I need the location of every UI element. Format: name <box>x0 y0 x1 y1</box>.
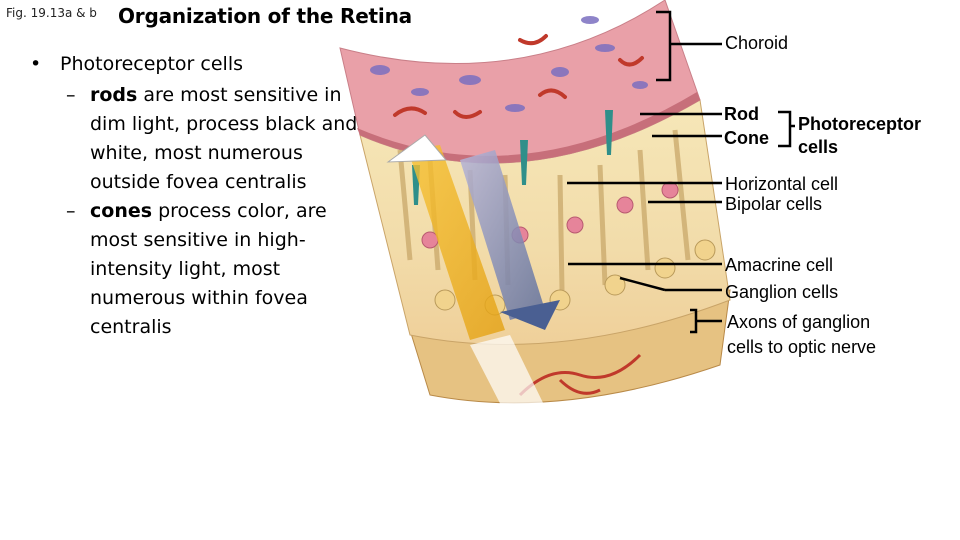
light-ray <box>470 335 600 520</box>
label-rod: Rod <box>724 104 759 124</box>
bullet-list: • Photoreceptor cells – rods are most se… <box>30 50 370 342</box>
light-path-arrowhead <box>386 134 448 163</box>
label-axons-optic-nerve: cells to optic nerve <box>727 337 877 357</box>
figure-reference: Fig. 19.13a & b <box>6 6 97 20</box>
label-cone: Cone <box>724 128 769 148</box>
base-vessels <box>518 353 642 397</box>
label-axons: Axons of ganglion <box>727 312 871 332</box>
label-ganglion-cells: Ganglion cells <box>725 282 839 302</box>
rods-term: rods <box>90 84 138 106</box>
subbullet-rods: – rods are most sensitive in dim light, … <box>30 81 370 197</box>
dash-marker: – <box>66 84 76 106</box>
label-choroid: Choroid <box>725 33 789 53</box>
rods-description: are most sensitive in dim light, process… <box>90 84 358 193</box>
label-amacrine-cell: Amacrine cell <box>725 255 834 275</box>
label-horizontal-cell: Horizontal cell <box>725 174 839 194</box>
label-photoreceptor: Photoreceptor <box>798 114 922 134</box>
bullet-text: Photoreceptor cells <box>60 53 243 75</box>
choroid-vessels <box>393 34 644 119</box>
leader-lines <box>567 10 795 334</box>
bullet-dot: • <box>30 53 42 75</box>
bullet-photoreceptor: • Photoreceptor cells <box>30 50 370 79</box>
signal-path-arrowhead <box>500 300 560 330</box>
dash-marker: – <box>66 200 76 222</box>
label-bipolar-cells: Bipolar cells <box>725 194 823 214</box>
signal-path-arrow <box>460 150 545 320</box>
cones-term: cones <box>90 200 153 222</box>
choroid-cells <box>370 16 648 112</box>
cones-description: process color, are most sensitive in hig… <box>90 200 327 338</box>
subbullet-cones: – cones process color, are most sensitiv… <box>30 197 370 342</box>
slide-title: Organization of the Retina <box>118 4 412 28</box>
light-path-arrow <box>408 145 505 340</box>
pigment-band <box>357 92 700 163</box>
label-photoreceptor-cells: cells <box>798 137 839 157</box>
